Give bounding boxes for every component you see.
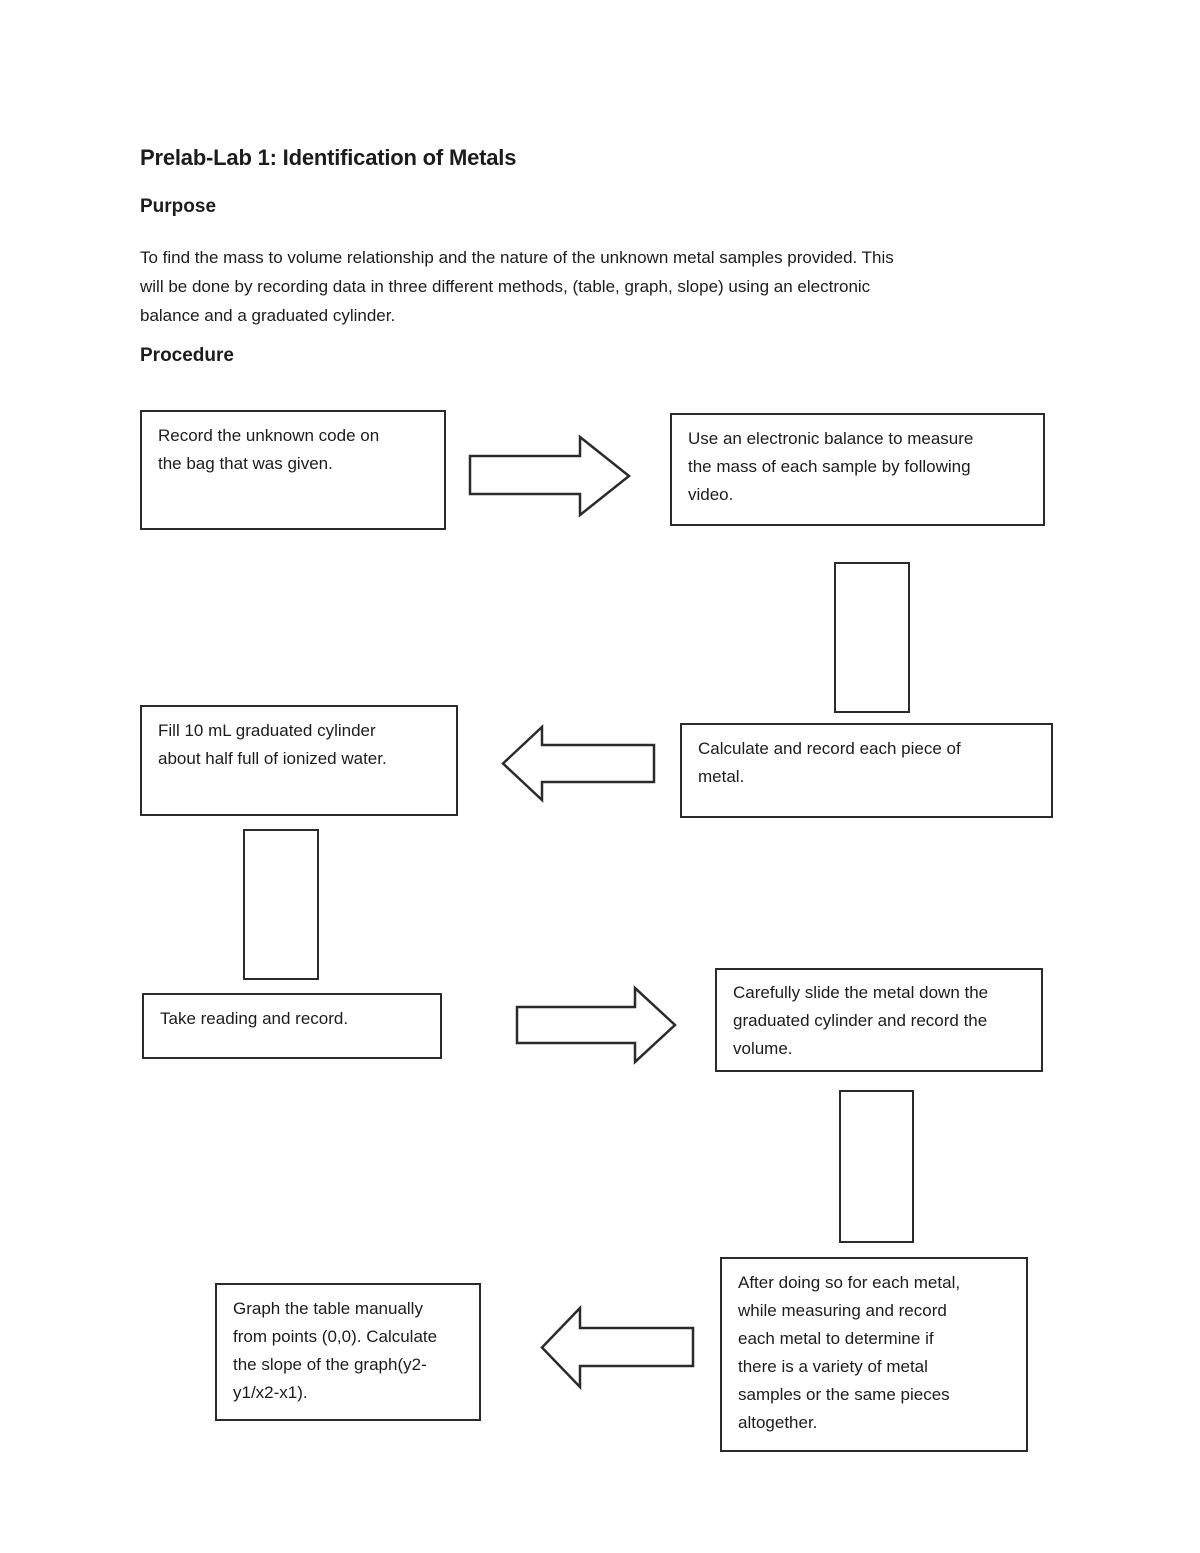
flow-step-record-code: Record the unknown code on the bag that … bbox=[140, 410, 446, 530]
procedure-heading: Procedure bbox=[140, 345, 234, 366]
purpose-paragraph: To find the mass to volume relationship … bbox=[140, 248, 894, 325]
flow-step-take-reading: Take reading and record. bbox=[142, 993, 442, 1059]
arrow-left-icon bbox=[540, 1304, 695, 1391]
vertical-connector-icon bbox=[243, 829, 319, 980]
flow-step-calculate-record: Calculate and record each piece of metal… bbox=[680, 723, 1053, 818]
flow-step-graph-table: Graph the table manually from points (0,… bbox=[215, 1283, 481, 1421]
flow-step-slide-metal: Carefully slide the metal down the gradu… bbox=[715, 968, 1043, 1072]
arrow-right-icon bbox=[468, 434, 632, 518]
vertical-connector-icon bbox=[839, 1090, 914, 1243]
arrow-left-icon bbox=[501, 724, 656, 803]
purpose-heading: Purpose bbox=[140, 196, 217, 217]
vertical-connector-icon bbox=[834, 562, 910, 713]
arrow-right-icon bbox=[515, 985, 677, 1065]
flow-step-repeat-each-metal: After doing so for each metal, while mea… bbox=[720, 1257, 1028, 1452]
flow-step-measure-mass: Use an electronic balance to measure the… bbox=[670, 413, 1045, 526]
page-title: Prelab-Lab 1: Identification of Metals bbox=[140, 145, 517, 170]
flow-step-fill-cylinder: Fill 10 mL graduated cylinder about half… bbox=[140, 705, 458, 816]
